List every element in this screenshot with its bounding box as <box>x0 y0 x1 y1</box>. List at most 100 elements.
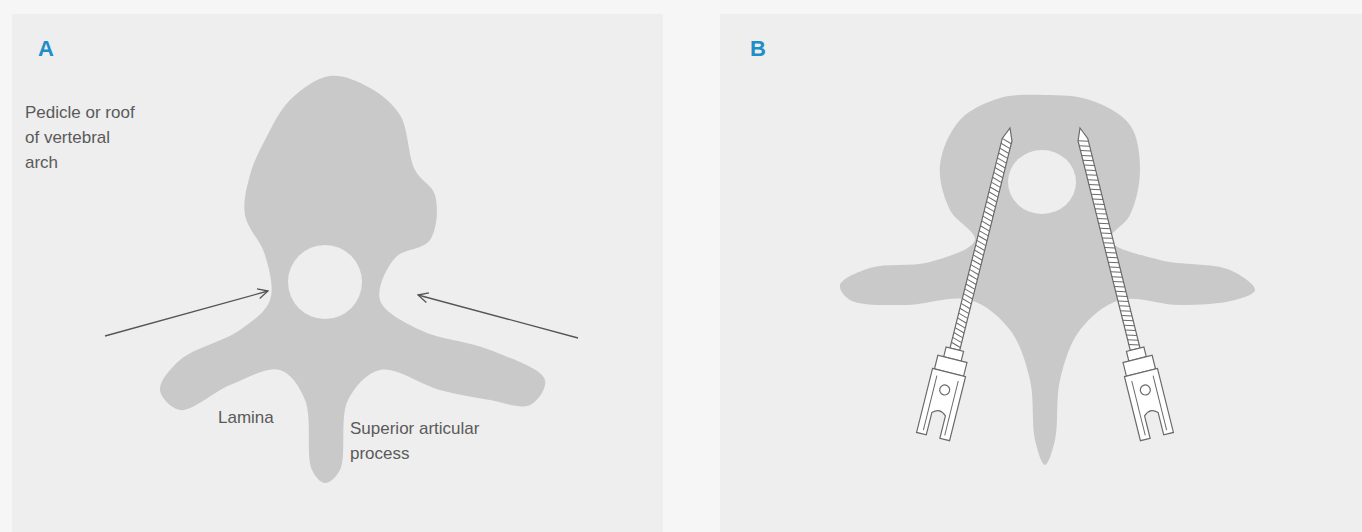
screw-thread <box>970 265 980 270</box>
screw-thread <box>1105 245 1115 250</box>
screw-thread <box>987 197 997 202</box>
screw-thread <box>979 231 989 236</box>
screw-thread <box>974 250 984 255</box>
screw-thread <box>982 216 992 221</box>
screw-thread <box>962 299 972 304</box>
screw-thread <box>1111 269 1121 274</box>
pedicle-screw <box>917 124 1027 441</box>
panel-letter: A <box>38 36 78 62</box>
screw-thread <box>951 342 961 347</box>
screw-thread <box>966 279 976 284</box>
screw-thread <box>1080 148 1090 153</box>
part-label: Superior articular process <box>350 416 490 466</box>
screw-thread <box>997 158 1007 163</box>
screw-tulip-head <box>1124 368 1173 440</box>
screw-thread <box>960 303 970 308</box>
screw-thread <box>1089 182 1099 187</box>
screw-thread <box>964 289 974 294</box>
screw-thread <box>1112 274 1122 279</box>
screw-thread <box>1114 284 1124 289</box>
screw-thread <box>1113 279 1123 284</box>
screw-thread <box>1083 158 1093 163</box>
screw-thread <box>1123 318 1133 323</box>
screw-thread <box>1124 323 1134 328</box>
screw-thread <box>957 318 967 323</box>
screw-thread <box>1122 313 1132 318</box>
screw-thread <box>1095 206 1105 211</box>
screw-thread <box>980 226 990 231</box>
screw-thread <box>983 211 993 216</box>
screw-thread <box>1106 250 1116 255</box>
screw-thread <box>986 202 996 207</box>
screw-hole <box>939 384 951 396</box>
screw-thread <box>1088 177 1098 182</box>
screw-thread <box>1082 153 1092 158</box>
screw-thread <box>1079 143 1089 148</box>
screw-thread <box>1108 260 1118 265</box>
screw-thread <box>994 168 1004 173</box>
screw-thread <box>976 240 986 245</box>
screw-thread <box>1128 337 1138 342</box>
screw-tulip-detail <box>923 376 937 430</box>
screw-thread <box>981 221 991 226</box>
screw-thread <box>1117 294 1127 299</box>
screw-thread <box>1101 231 1111 236</box>
screw-thread <box>1090 187 1100 192</box>
screw-thread <box>959 308 969 313</box>
screw-thread <box>1091 192 1101 197</box>
vertebra-shape <box>160 76 545 483</box>
leader-arrow <box>105 291 268 336</box>
screw-thread <box>968 274 978 279</box>
screw-thread <box>975 245 985 250</box>
screw-thread <box>1099 221 1109 226</box>
screw-thread <box>1085 168 1095 173</box>
screw-thread <box>1126 332 1136 337</box>
screw-thread <box>963 294 973 299</box>
screw-thread <box>1093 197 1103 202</box>
screw-thread <box>1078 138 1088 143</box>
screw-thread <box>1000 143 1010 148</box>
screw-thread <box>998 153 1008 158</box>
screw-shaft <box>950 127 1015 351</box>
screw-thread <box>1107 255 1117 260</box>
screw-thread <box>972 255 982 260</box>
screw-thread <box>1118 299 1128 304</box>
pedicle-screw <box>1064 124 1174 441</box>
screw-thread <box>958 313 968 318</box>
panel-a-background <box>12 14 663 532</box>
screw-thread <box>965 284 975 289</box>
screw-thread <box>1084 163 1094 168</box>
screw-thread <box>952 337 962 342</box>
screw-thread <box>1094 202 1104 207</box>
screw-thread <box>991 182 1001 187</box>
screw-thread <box>1002 138 1012 143</box>
screw-thread <box>985 206 995 211</box>
screw-thread <box>1119 303 1129 308</box>
screw-thread <box>1125 328 1135 333</box>
panel-b-background <box>720 14 1362 532</box>
screw-thread <box>1120 308 1130 313</box>
screw-thread <box>1097 216 1107 221</box>
screw-tulip-head <box>917 368 966 440</box>
screw-thread <box>1116 289 1126 294</box>
panel-letter: B <box>750 36 790 62</box>
screw-thread <box>992 177 1002 182</box>
vertebra-shape <box>840 95 1255 465</box>
screw-thread <box>953 332 963 337</box>
screw-thread <box>1100 226 1110 231</box>
screw-thread <box>1096 211 1106 216</box>
part-label: Lamina <box>218 405 298 430</box>
screw-thread <box>1110 265 1120 270</box>
screw-thread <box>1103 240 1113 245</box>
screw-thread <box>1087 172 1097 177</box>
screw-thread <box>1129 342 1139 347</box>
leader-arrow <box>418 295 578 338</box>
screw-thread <box>969 269 979 274</box>
screw-thread <box>971 260 981 265</box>
screw-shaft <box>1075 127 1140 351</box>
screw-thread <box>1102 235 1112 240</box>
screw-thread <box>993 172 1003 177</box>
screw-hole <box>1139 384 1151 396</box>
